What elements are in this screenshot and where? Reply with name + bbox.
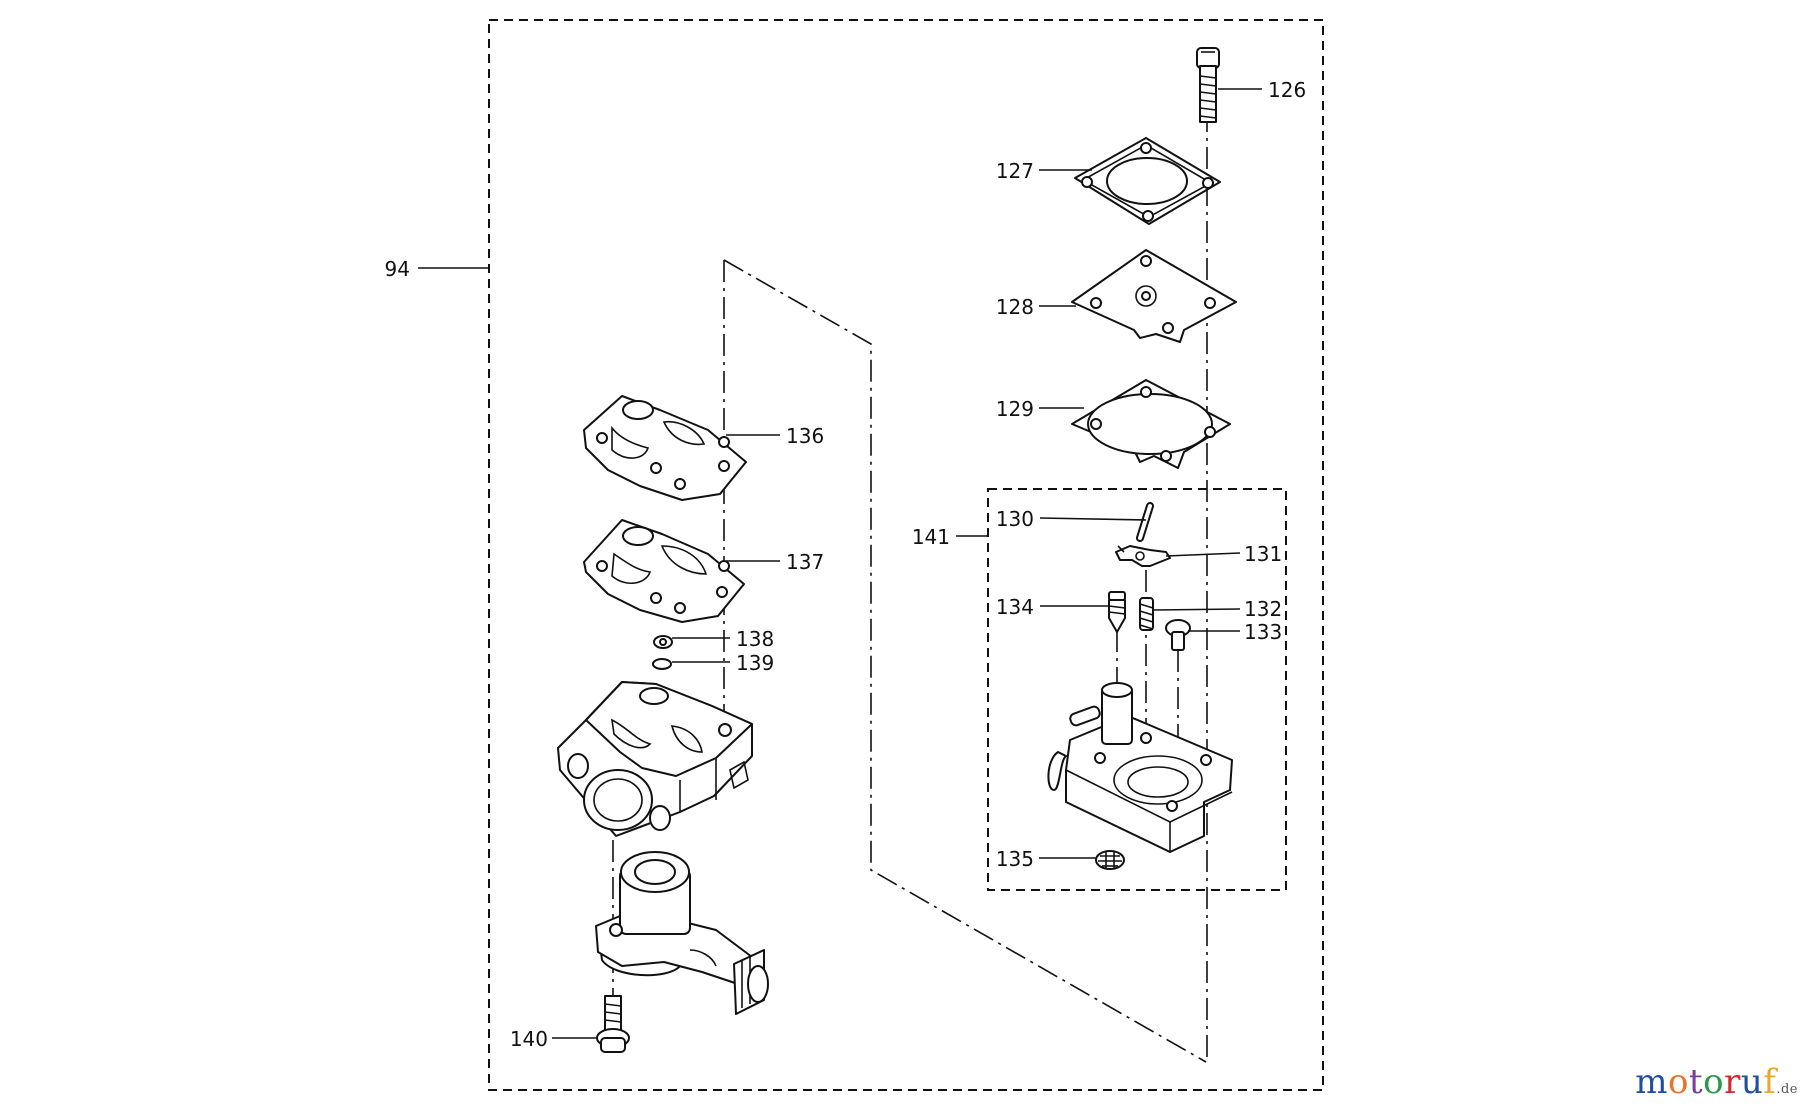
gasket-137 [583, 519, 745, 623]
label-128: 128 [996, 295, 1034, 319]
label-137: 137 [786, 550, 824, 574]
label-129: 129 [996, 397, 1034, 421]
watermark-letter: f [1763, 1062, 1777, 1102]
label-133: 133 [1244, 620, 1282, 644]
screw-126 [1196, 47, 1220, 123]
carburetor-body [557, 681, 753, 837]
gasket-129 [1071, 379, 1231, 469]
label-130: 130 [996, 507, 1034, 531]
label-94: 94 [385, 257, 410, 281]
label-135: 135 [996, 847, 1034, 871]
valve-138 [653, 635, 673, 649]
pump-body-141 [1047, 682, 1233, 853]
watermark-letter: t [1688, 1062, 1704, 1102]
subassembly-frame-141 [987, 488, 1287, 891]
label-127: 127 [996, 159, 1034, 183]
label-132: 132 [1244, 597, 1282, 621]
intake-base [595, 851, 769, 1015]
label-134: 134 [996, 595, 1034, 619]
callout-labels: 94 126 127 128 129 130 131 132 133 134 1… [385, 78, 1307, 1051]
watermark-letter: m [1635, 1062, 1668, 1102]
center-line-link-top [723, 259, 1207, 1063]
leader-lines [418, 88, 1262, 1039]
screw-133 [1165, 619, 1191, 651]
needle-134 [1108, 591, 1126, 633]
watermark-logo: motoruf.de [1635, 1062, 1798, 1102]
watermark-letter: r [1724, 1062, 1741, 1102]
bolt-140 [596, 995, 630, 1053]
watermark-letter: o [1703, 1062, 1725, 1102]
watermark-letter: o [1667, 1062, 1689, 1102]
lever-131 [1115, 545, 1171, 567]
watermark-suffix: .de [1776, 1082, 1798, 1097]
assembly-frame-94 [488, 19, 1324, 1091]
label-139: 139 [736, 651, 774, 675]
label-138: 138 [736, 627, 774, 651]
label-140: 140 [510, 1027, 548, 1051]
label-126: 126 [1268, 78, 1306, 102]
pump-cover-127 [1074, 137, 1221, 225]
watermark-letter: u [1740, 1062, 1764, 1102]
label-131: 131 [1244, 542, 1282, 566]
gasket-136 [583, 395, 747, 501]
filter-screen-135 [1095, 850, 1125, 870]
diaphragm-128 [1071, 249, 1237, 343]
pin-130 [1136, 502, 1154, 542]
label-136: 136 [786, 424, 824, 448]
o-ring-139 [652, 658, 672, 670]
spring-132 [1139, 597, 1154, 631]
label-141: 141 [912, 525, 950, 549]
